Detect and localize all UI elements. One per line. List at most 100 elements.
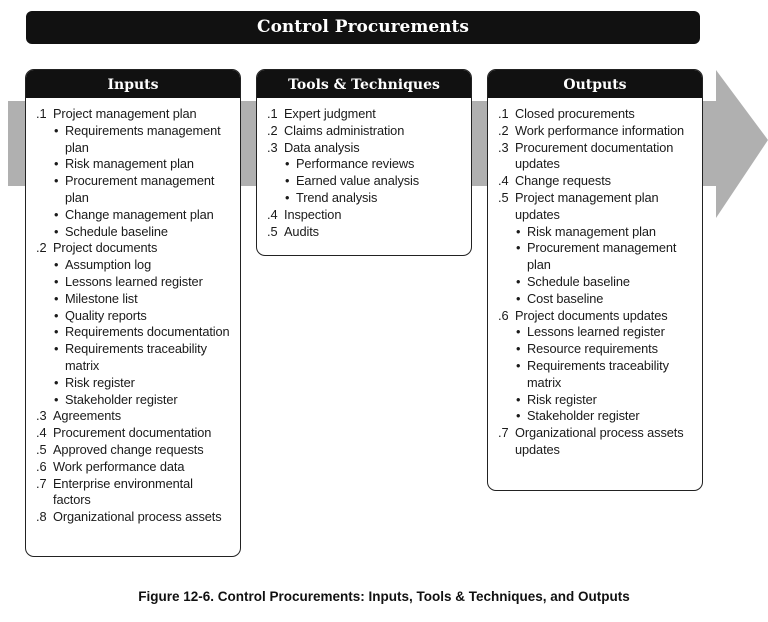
outputs-item: .4 Change requests: [498, 173, 696, 190]
sub-item: Trend analysis: [284, 190, 465, 207]
item-text: Project documents updates: [515, 307, 668, 323]
item-text: Change requests: [515, 173, 611, 189]
item-number: .3: [498, 139, 509, 155]
tools-heading: Tools & Techniques: [257, 70, 471, 98]
item-text: Audits: [284, 223, 319, 239]
item-text: Expert judgment: [284, 106, 376, 121]
sub-item: Risk register: [53, 375, 234, 392]
tools-item: .1 Expert judgment: [267, 106, 465, 123]
tools-item: .4 Inspection: [267, 207, 465, 224]
item-number: .3: [267, 139, 278, 155]
tools-item: .5 Audits: [267, 224, 465, 241]
item-text: Work performance information: [515, 122, 685, 138]
inputs-item: .6 Work performance data: [36, 459, 234, 476]
item-number: .5: [267, 223, 278, 239]
inputs-item: .2 Project documentsAssumption logLessons…: [36, 240, 234, 408]
sub-item: Schedule baseline: [53, 224, 234, 241]
sub-item: Stakeholder register: [53, 392, 234, 409]
outputs-item: .7 Organizational process assets updates: [498, 425, 696, 459]
sub-item: Change management plan: [53, 207, 234, 224]
tools-item: .2 Claims administration: [267, 123, 465, 140]
item-number: .1: [498, 106, 509, 121]
item-text: Inspection: [284, 206, 342, 222]
sub-item-list: Requirements management planRisk managem…: [53, 123, 234, 241]
item-text: Claims administration: [284, 122, 405, 138]
sub-item: Quality reports: [53, 308, 234, 325]
outputs-item: .1 Closed procurements: [498, 106, 696, 123]
inputs-item: .1 Project management planRequirements ma…: [36, 106, 234, 240]
item-number: .6: [36, 458, 47, 474]
inputs-heading: Inputs: [26, 70, 240, 98]
item-text: Work performance data: [53, 458, 185, 474]
sub-item-list: Risk management planProcurement manageme…: [515, 224, 696, 308]
item-number: .6: [498, 307, 509, 323]
item-number: .1: [267, 106, 278, 121]
tools-list: .1 Expert judgment .2 Claims administration…: [257, 98, 471, 240]
item-text: Project management plan: [53, 106, 197, 121]
item-text: Approved change requests: [53, 441, 204, 457]
sub-item: Risk management plan: [515, 224, 696, 241]
sub-item: Lessons learned register: [53, 274, 234, 291]
item-number: .7: [36, 475, 47, 491]
item-text: Procurement documentation: [53, 425, 212, 441]
sub-item: Risk register: [515, 392, 696, 409]
sub-item: Resource requirements: [515, 341, 696, 358]
item-text: Closed procurements: [515, 106, 635, 121]
sub-item: Milestone list: [53, 291, 234, 308]
sub-item: Stakeholder register: [515, 408, 696, 425]
item-text: Data analysis: [284, 139, 360, 155]
item-number: .7: [498, 425, 509, 441]
item-number: .1: [36, 106, 47, 121]
item-number: .5: [36, 441, 47, 457]
tools-item: .3 Data analysisPerformance reviewsEarned…: [267, 140, 465, 207]
item-number: .3: [36, 408, 47, 424]
item-text: Agreements: [53, 408, 121, 424]
inputs-item: .4 Procurement documentation: [36, 425, 234, 442]
item-number: .4: [498, 173, 509, 189]
sub-item: Earned value analysis: [284, 173, 465, 190]
figure-caption: Figure 12-6. Control Procurements: Input…: [138, 589, 630, 604]
item-number: .4: [36, 425, 47, 441]
sub-item-list: Lessons learned registerResource require…: [515, 324, 696, 425]
sub-item: Requirements documentation: [53, 324, 234, 341]
outputs-heading: Outputs: [488, 70, 702, 98]
item-text: Project management plan updates: [515, 189, 659, 222]
sub-item: Lessons learned register: [515, 324, 696, 341]
inputs-item: .3 Agreements: [36, 408, 234, 425]
sub-item: Assumption log: [53, 257, 234, 274]
sub-item: Risk management plan: [53, 156, 234, 173]
sub-item: Requirements traceability matrix: [53, 341, 234, 375]
sub-item: Cost baseline: [515, 291, 696, 308]
item-text: Enterprise environmental factors: [53, 475, 193, 508]
sub-item-list: Performance reviewsEarned value analysis…: [284, 156, 465, 206]
sub-item: Requirements management plan: [53, 123, 234, 157]
item-text: Procurement documentation updates: [515, 139, 674, 172]
diagram-title: Control Procurements: [26, 11, 700, 44]
sub-item: Schedule baseline: [515, 274, 696, 291]
inputs-item: .8 Organizational process assets: [36, 509, 234, 526]
inputs-box: Inputs .1 Project management planRequirem…: [25, 69, 241, 557]
item-number: .2: [36, 240, 47, 256]
sub-item: Requirements traceability matrix: [515, 358, 696, 392]
item-number: .5: [498, 189, 509, 205]
sub-item: Procurement management plan: [53, 173, 234, 207]
item-number: .4: [267, 206, 278, 222]
inputs-item: .5 Approved change requests: [36, 442, 234, 459]
inputs-item: .7 Enterprise environmental factors: [36, 476, 234, 510]
item-text: Project documents: [53, 240, 158, 256]
item-text: Organizational process assets updates: [515, 425, 684, 457]
item-text: Organizational process assets: [53, 509, 222, 525]
sub-item-list: Assumption logLessons learned registerMi…: [53, 257, 234, 408]
sub-item: Performance reviews: [284, 156, 465, 173]
tools-techniques-box: Tools & Techniques .1 Expert judgment .2 Cl…: [256, 69, 472, 256]
inputs-list: .1 Project management planRequirements ma…: [26, 98, 240, 526]
sub-item: Procurement management plan: [515, 240, 696, 274]
outputs-item: .3 Procurement documentation updates: [498, 140, 696, 174]
item-number: .2: [267, 122, 278, 138]
outputs-item: .6 Project documents updatesLessons learn…: [498, 308, 696, 426]
item-number: .8: [36, 509, 47, 525]
